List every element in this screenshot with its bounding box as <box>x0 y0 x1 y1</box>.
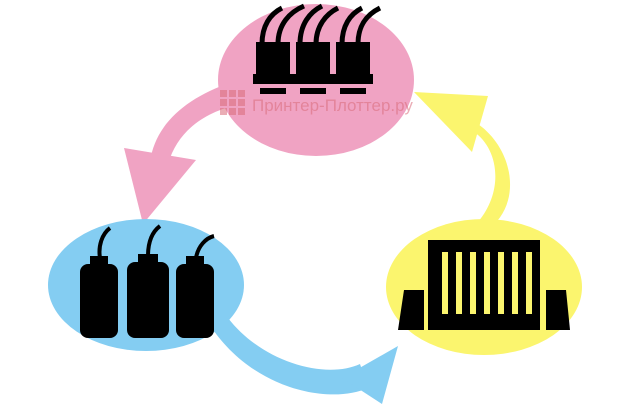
print-heads-node <box>218 3 414 156</box>
print-heads-icon <box>253 3 382 94</box>
ink-bottles-node <box>48 219 244 351</box>
printer-node <box>386 219 582 355</box>
watermark-text: Принтер-Плоттер.ру <box>252 96 413 115</box>
arrow-blue <box>208 318 398 404</box>
ink-bottles-icon <box>80 224 215 338</box>
arrow-yellow <box>414 92 511 228</box>
arrow-pink <box>124 82 240 224</box>
watermark-grid-icon <box>220 90 245 115</box>
printer-icon <box>398 240 570 330</box>
watermark: Принтер-Плоттер.ру <box>220 90 413 115</box>
